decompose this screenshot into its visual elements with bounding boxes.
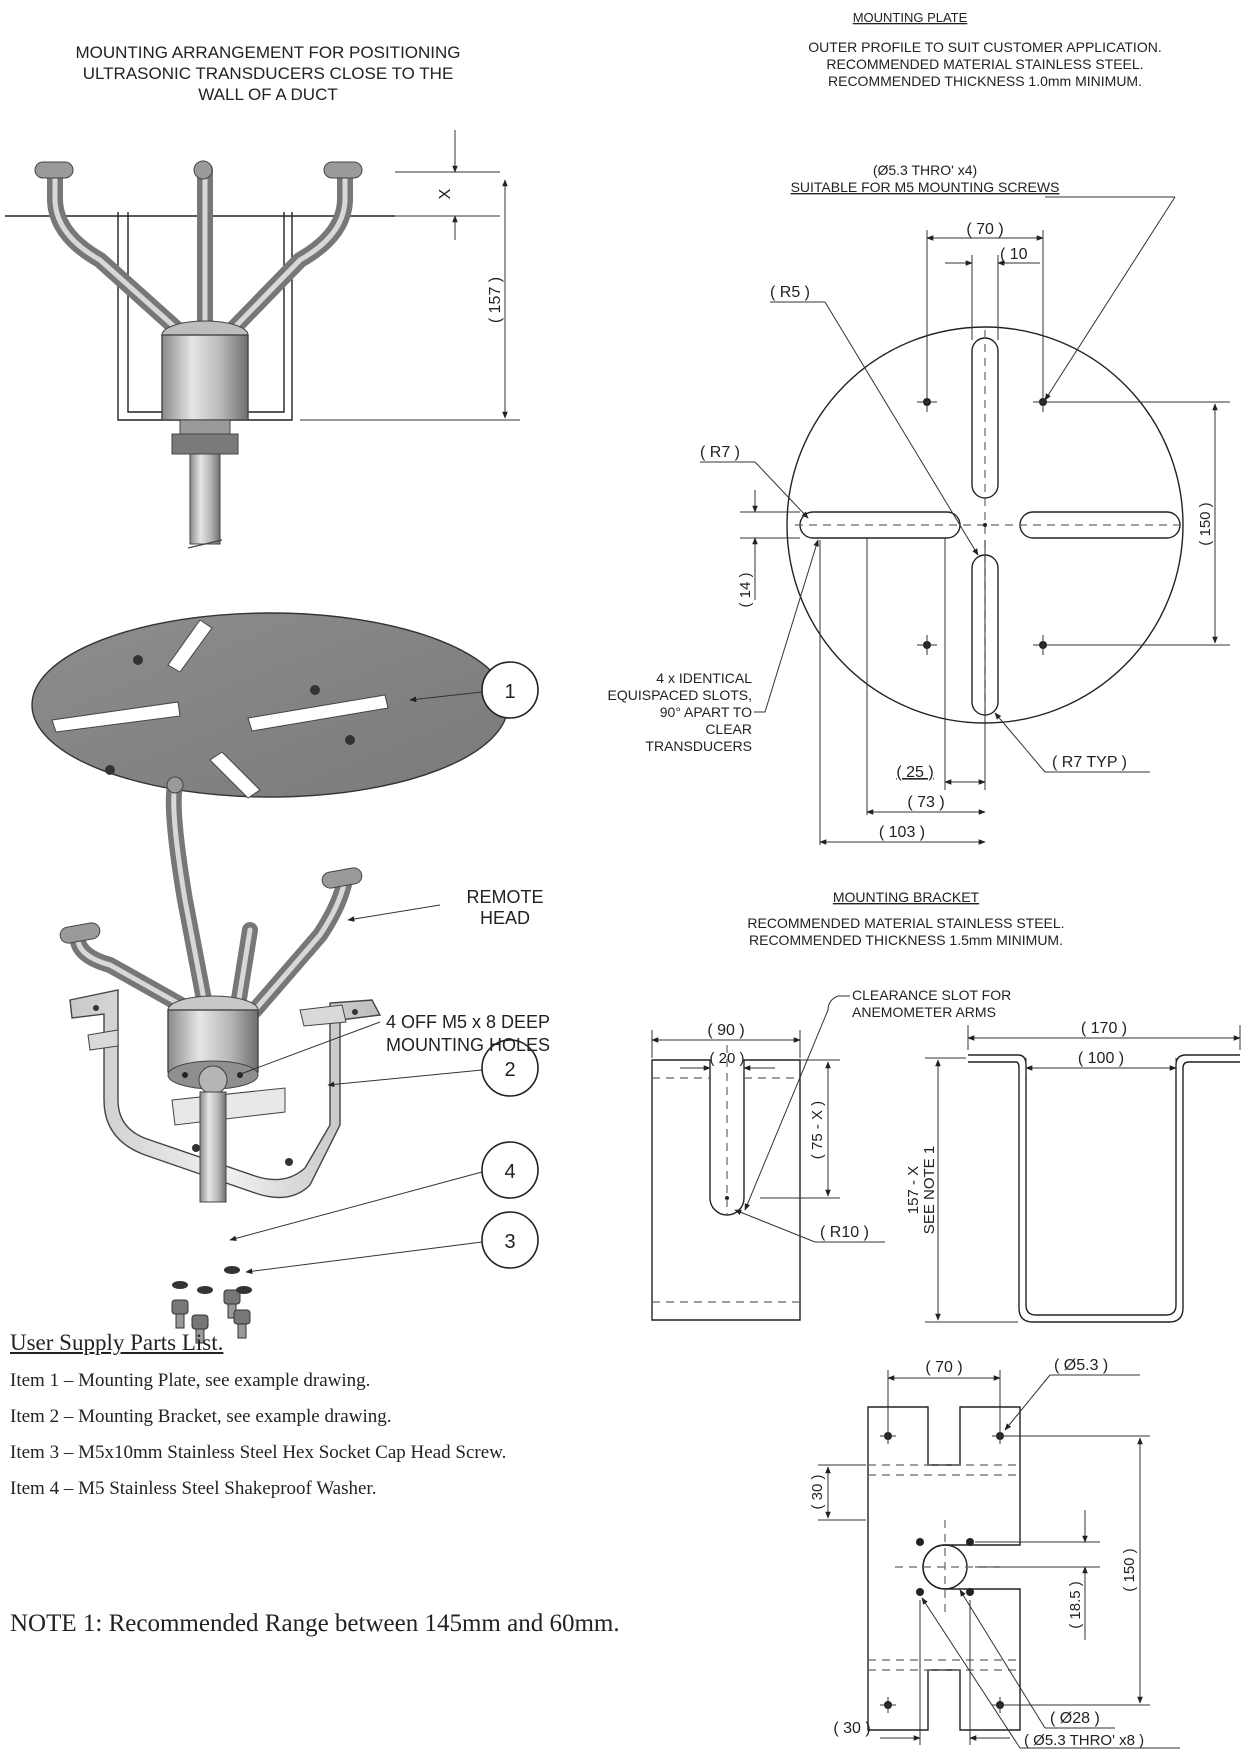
holes-label-line-1: 4 OFF M5 x 8 DEEP [386, 1012, 550, 1032]
parts-list-item-4: Item 4 – M5 Stainless Steel Shakeproof W… [10, 1478, 377, 1499]
plate-mounting-holes [917, 392, 1053, 655]
bracket-dim-157x-line-2: SEE NOTE 1 [921, 1146, 938, 1234]
exploded-view: 1 2 4 3 REMOTE HEAD 4 OFF M5 x 8 DEEP MO… [31, 612, 550, 1344]
bracket-slot-note-line-2: ANEMOMETER ARMS [852, 1004, 996, 1020]
plan-dim-30a: ( 30 ) [809, 1474, 826, 1509]
leader-balloon-1 [409, 691, 483, 703]
balloon-item-1 [481, 661, 539, 719]
plan-dim-30b: ( 30 ) [833, 1720, 870, 1737]
balloon-item-2 [481, 1039, 539, 1097]
plate-dim-10: ( 10 [1000, 246, 1028, 263]
plate-dim-r5-leader [824, 301, 979, 556]
parts-list-item-2: Item 2 – Mounting Bracket, see example d… [10, 1406, 392, 1427]
bracket-note-line-2: RECOMMENDED THICKNESS 1.5mm MINIMUM. [749, 932, 1063, 948]
plan-dim-185: ( 18.5 ) [1067, 1581, 1084, 1629]
plate-dim-r7typ: ( R7 TYP ) [1052, 754, 1127, 771]
plate-dim-r5: ( R5 ) [770, 284, 810, 301]
bracket-side-profile [968, 1054, 1240, 1323]
plan-dim-d28: ( Ø28 ) [1050, 1710, 1100, 1727]
bracket-dim-100: ( 100 ) [1078, 1050, 1124, 1067]
bracket-plan-holes [880, 1428, 1008, 1713]
exploded-remote-head-arms [59, 776, 363, 1018]
side-view-anemometer-arms [34, 160, 363, 338]
parts-list-item-1: Item 1 – Mounting Plate, see example dra… [10, 1370, 371, 1391]
plan-dim-d53-leader [1004, 1374, 1051, 1431]
bracket-front-view [651, 1045, 801, 1321]
balloon-item-4 [481, 1141, 539, 1199]
balloon-item-4-label: 4 [504, 1161, 515, 1183]
mounting-bracket-drawing: MOUNTING BRACKET RECOMMENDED MATERIAL ST… [651, 889, 1241, 1323]
plate-heading: MOUNTING PLATE [853, 10, 968, 25]
remote-head-label-line-2: HEAD [480, 908, 530, 928]
bracket-dim-90: ( 90 ) [707, 1022, 744, 1039]
plate-dim-73: ( 73 ) [907, 794, 944, 811]
holes-label-line-2: MOUNTING HOLES [386, 1035, 550, 1055]
slots-note-leader [754, 539, 819, 713]
bracket-dim-r10: ( R10 ) [820, 1224, 869, 1241]
leader-balloon-2 [327, 1069, 483, 1088]
slots-note-line-5: TRANSDUCERS [645, 738, 752, 754]
screws-and-washers [171, 1266, 252, 1344]
bracket-dim-75x: ( 75 - X ) [809, 1101, 826, 1159]
leader-balloon-3 [245, 1241, 483, 1274]
side-view-sensor-body [161, 320, 249, 549]
exploded-sensor-body [167, 995, 259, 1203]
exploded-mounting-plate [31, 612, 509, 799]
balloon-item-3-label: 3 [504, 1231, 515, 1253]
bracket-plan-view: ( 70 ) ( Ø5.3 ) ( 30 ) ( 150 ) ( 18.5 ) … [809, 1357, 1180, 1749]
bracket-slot-leader [744, 995, 850, 1211]
plan-dim-150: ( 150 ) [1121, 1548, 1138, 1591]
plan-dim-d28-leader [959, 1589, 1046, 1729]
plate-dim-r7typ-leader [994, 712, 1046, 773]
balloon-item-2-label: 2 [504, 1059, 515, 1081]
arrangement-title-line-1: MOUNTING ARRANGEMENT FOR POSITIONING [75, 43, 460, 62]
plate-dim-14: ( 14 ) [737, 572, 754, 607]
parts-list-title: User Supply Parts List. [10, 1330, 224, 1355]
plate-dim-70: ( 70 ) [966, 221, 1003, 238]
plate-note-line-2: RECOMMENDED MATERIAL STAINLESS STEEL. [826, 56, 1143, 72]
slots-note-line-3: 90° APART TO [660, 704, 752, 720]
bracket-dim-20: ( 20 ) [709, 1050, 744, 1067]
plan-dim-d53x8-leader [921, 1597, 1021, 1749]
slots-note-line-4: CLEAR [705, 721, 752, 737]
remote-head-label-line-1: REMOTE [466, 887, 543, 907]
bracket-dim-170: ( 170 ) [1081, 1020, 1127, 1037]
plate-dim-150: ( 150 ) [1197, 502, 1214, 545]
bracket-slot-note-line-1: CLEARANCE SLOT FOR [852, 987, 1011, 1003]
plate-note-line-1: OUTER PROFILE TO SUIT CUSTOMER APPLICATI… [808, 39, 1161, 55]
balloon-item-1-label: 1 [504, 681, 515, 703]
leader-remote-head [347, 904, 441, 922]
bracket-dim-r10-leader [734, 1209, 816, 1243]
balloon-item-3 [481, 1211, 539, 1269]
slots-note-line-1: 4 x IDENTICAL [656, 670, 752, 686]
plate-hole-leader [1044, 196, 1176, 401]
bracket-note-line-1: RECOMMENDED MATERIAL STAINLESS STEEL. [747, 915, 1064, 931]
slots-note-line-2: EQUISPACED SLOTS, [608, 687, 752, 703]
arrangement-title-line-2: ULTRASONIC TRANSDUCERS CLOSE TO THE [83, 64, 454, 83]
bracket-heading: MOUNTING BRACKET [833, 889, 980, 905]
plate-hole-note-line-2: SUITABLE FOR M5 MOUNTING SCREWS [791, 179, 1060, 195]
plate-dim-103: ( 103 ) [879, 824, 925, 841]
mounting-plate-drawing: MOUNTING PLATE OUTER PROFILE TO SUIT CUS… [608, 10, 1230, 845]
arrangement-view: MOUNTING ARRANGEMENT FOR POSITIONING ULT… [5, 43, 520, 549]
parts-list-item-3: Item 3 – M5x10mm Stainless Steel Hex Soc… [10, 1442, 507, 1463]
dim-x-label: X [437, 188, 454, 199]
parts-list: User Supply Parts List. Item 1 – Mountin… [10, 1330, 710, 1514]
plate-hole-note-line-1: (Ø5.3 THRO' x4) [873, 162, 977, 178]
plan-dim-d53x8: ( Ø5.3 THRO' x8 ) [1024, 1732, 1144, 1749]
plate-note-line-3: RECOMMENDED THICKNESS 1.0mm MINIMUM. [828, 73, 1142, 89]
leader-balloon-4 [229, 1171, 483, 1242]
plate-dim-r7: ( R7 ) [700, 444, 740, 461]
dim-157-label: ( 157 ) [487, 277, 504, 323]
plate-dim-25: ( 25 ) [896, 764, 933, 781]
note-1: NOTE 1: Recommended Range between 145mm … [10, 1610, 620, 1637]
plan-dim-70: ( 70 ) [925, 1359, 962, 1376]
plan-dim-d53: ( Ø5.3 ) [1054, 1357, 1108, 1374]
arrangement-title-line-3: WALL OF A DUCT [198, 85, 338, 104]
leader-holes [237, 1021, 381, 1076]
plate-dim-r7-leader [754, 461, 809, 519]
bracket-dim-157x-line-1: 157 - X [905, 1166, 922, 1214]
plate-slots [795, 330, 1185, 720]
